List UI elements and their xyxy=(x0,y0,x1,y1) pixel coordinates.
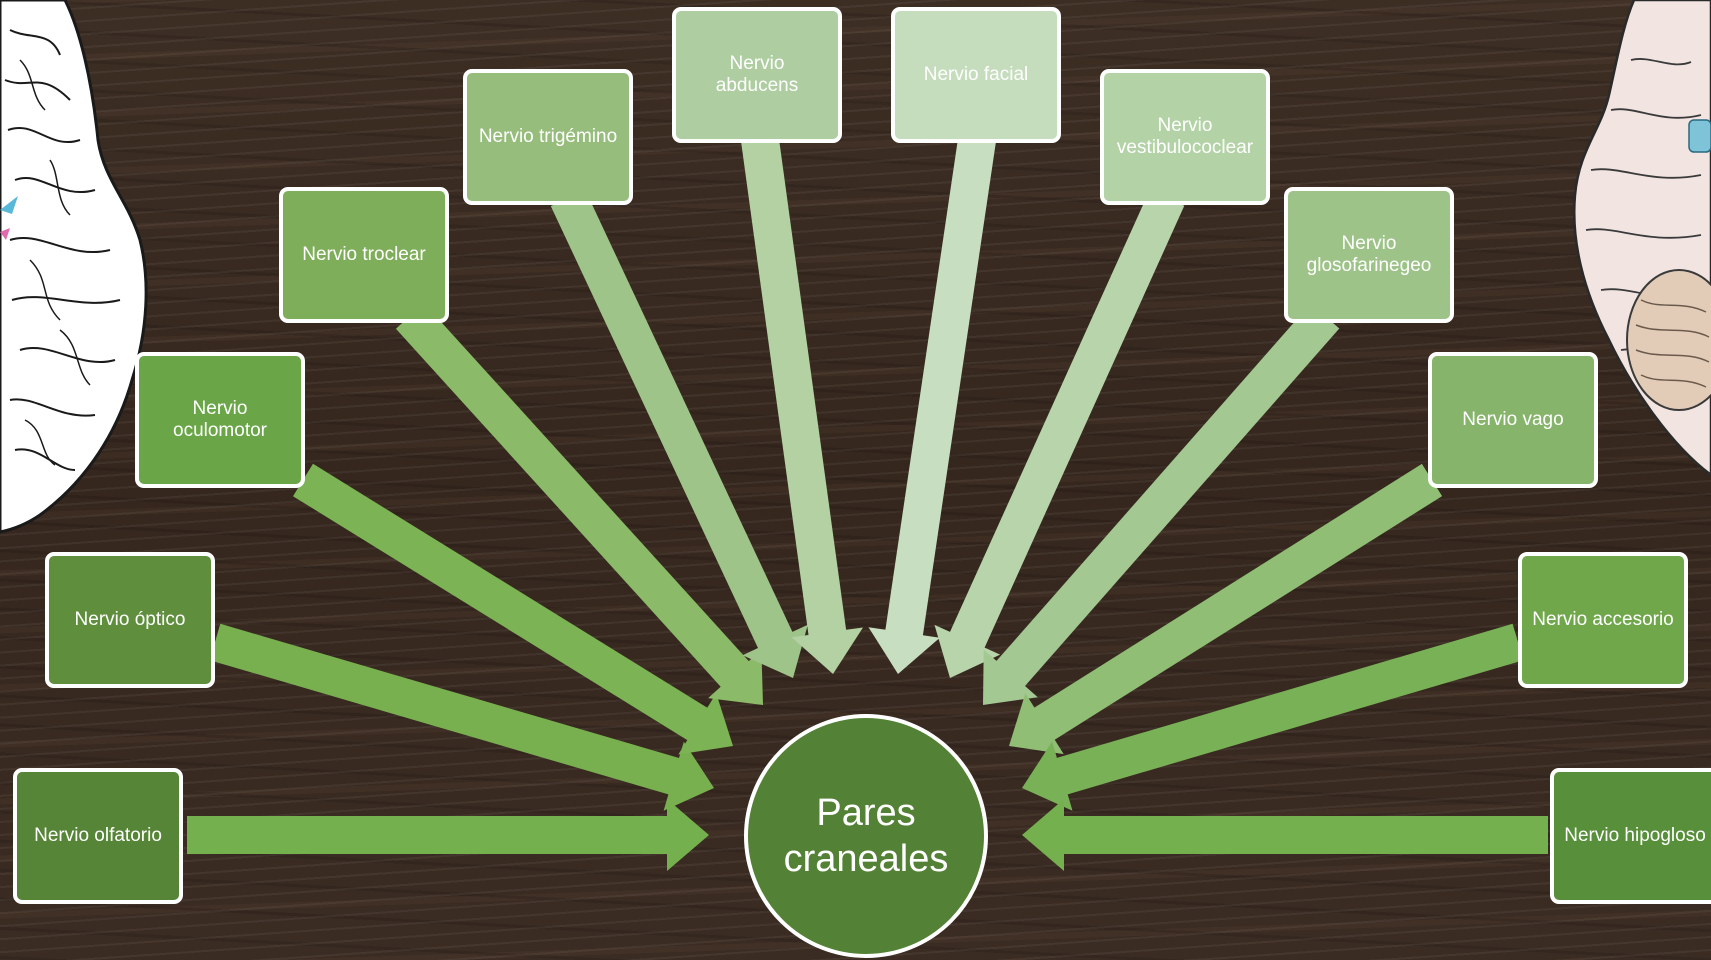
node-nervio-facial[interactable]: Nervio facial xyxy=(891,7,1061,143)
node-nervio-accesorio[interactable]: Nervio accesorio xyxy=(1518,552,1688,688)
arrow-8 xyxy=(934,190,1185,678)
node-nervio-hipogloso[interactable]: Nervio hipogloso xyxy=(1550,768,1711,904)
arrow-7 xyxy=(868,137,996,674)
brain-drawing-left-icon xyxy=(0,0,148,534)
arrow-2 xyxy=(209,623,714,811)
center-label-line2: craneales xyxy=(783,838,949,880)
center-circle[interactable]: Pares craneales xyxy=(744,714,988,958)
arrow-1 xyxy=(187,799,709,871)
arrow-6 xyxy=(741,137,863,674)
node-nervio-troclear[interactable]: Nervio troclear xyxy=(279,187,449,323)
node-nervio-vago[interactable]: Nervio vago xyxy=(1428,352,1598,488)
center-label-line1: Pares xyxy=(816,791,916,834)
node-nervio-vestibulococlear[interactable]: Nervio vestibulococlear xyxy=(1100,69,1270,205)
arrow-5 xyxy=(550,189,808,678)
node-nervio-oculomotor[interactable]: Nervio oculomotor xyxy=(135,352,305,488)
arrow-3 xyxy=(293,463,733,755)
arrow-9 xyxy=(983,303,1340,705)
arrow-10 xyxy=(1009,463,1443,755)
brain-drawing-right-icon xyxy=(1573,0,1711,477)
node-nervio-abducens[interactable]: Nervio abducens xyxy=(672,7,842,143)
arrow-4 xyxy=(395,303,763,705)
node-nervio-trigemino[interactable]: Nervio trigémino xyxy=(463,69,633,205)
node-nervio-olfatorio[interactable]: Nervio olfatorio xyxy=(13,768,183,904)
arrow-11 xyxy=(1022,623,1524,811)
arrow-12 xyxy=(1022,799,1548,871)
node-nervio-optico[interactable]: Nervio óptico xyxy=(45,552,215,688)
node-nervio-glosofarinegeo[interactable]: Nervio glosofarinegeo xyxy=(1284,187,1454,323)
